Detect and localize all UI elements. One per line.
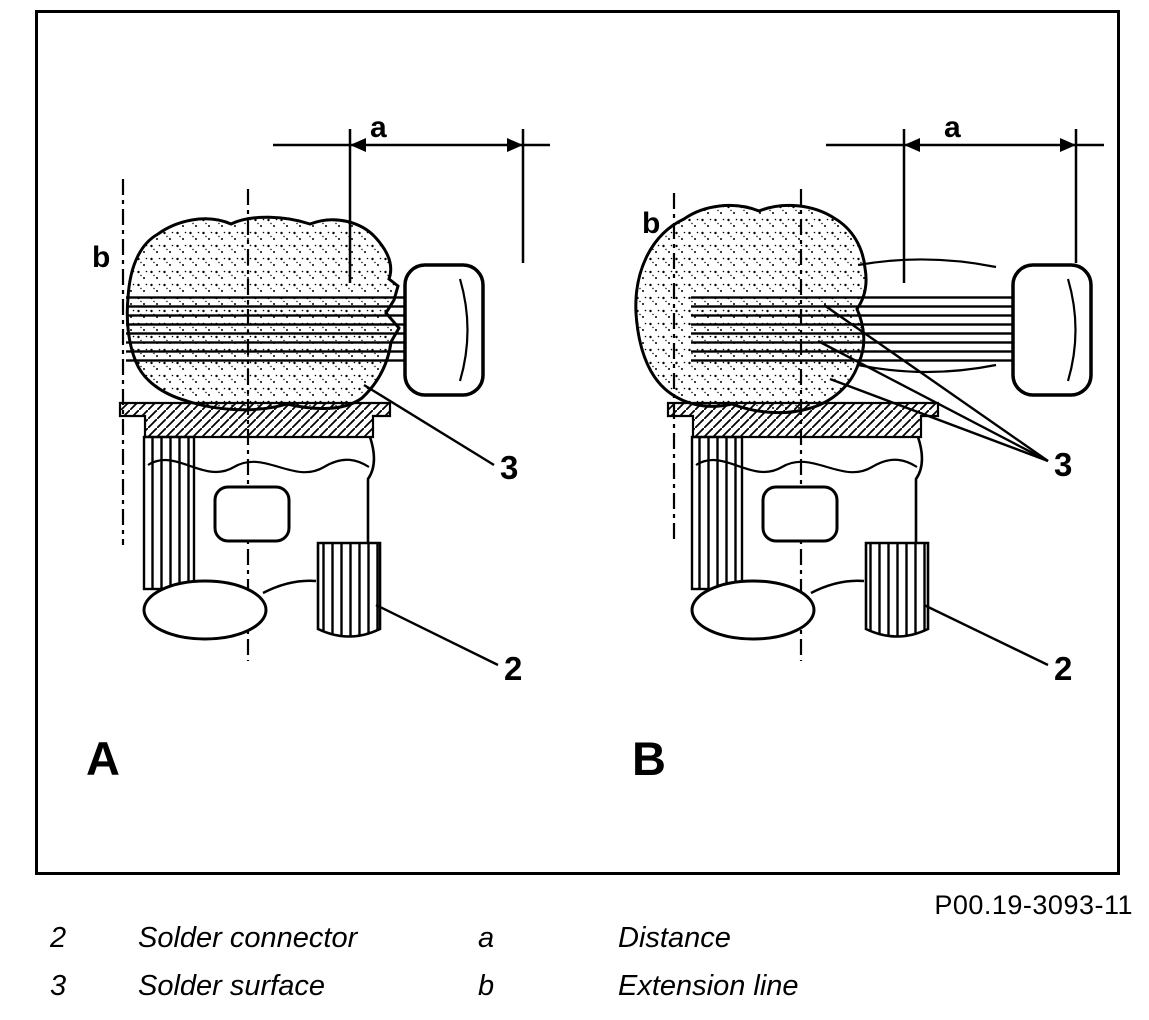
dim-arrow-left [350, 138, 366, 152]
legend-key: b [478, 970, 495, 1002]
body-break-line [695, 458, 918, 474]
panel-letter-a: A [86, 732, 120, 785]
body-break-line [147, 458, 370, 474]
dimension-a-label: a [370, 113, 387, 144]
wire-curve-bottom [857, 363, 997, 374]
dim-arrow-right [1060, 138, 1076, 152]
callout-2: 2 [504, 650, 522, 687]
legend-row: 2 Solder connector a Distance [50, 922, 910, 970]
legend-label: Extension line [618, 970, 799, 1002]
dim-arrow-left [904, 138, 920, 152]
legend-label: Distance [618, 922, 731, 954]
leader-line-2 [923, 603, 1049, 667]
connector-body [142, 435, 382, 641]
body-curve [810, 579, 865, 595]
connector-flange [666, 401, 940, 439]
legend-key: a [478, 922, 495, 954]
connector-body [690, 435, 930, 641]
wire-insulation [1011, 263, 1093, 397]
body-notch [761, 485, 839, 543]
body-notch [213, 485, 291, 543]
solder-surface-shape [125, 215, 401, 412]
body-right-edge [914, 436, 924, 543]
wire-curve-top [857, 258, 997, 269]
leader-lines-3 [817, 304, 1049, 463]
dimension-line-a [826, 129, 1104, 283]
diagram-panel-a: a b [86, 113, 550, 785]
callout-3: 3 [1054, 446, 1072, 483]
legend-key: 2 [50, 922, 67, 954]
legend-label: Solder surface [138, 970, 325, 1002]
tube-opening [142, 579, 268, 641]
body-curve [262, 579, 317, 595]
insulation-shading [1066, 278, 1077, 382]
solder-connector-shape [316, 541, 382, 638]
wire-insulation [403, 263, 485, 397]
connector-flange [118, 401, 392, 439]
legend: 2 Solder connector a Distance 3 Solder s… [50, 922, 910, 1018]
leader-line-2 [375, 603, 499, 667]
figure-border: a b [35, 10, 1120, 875]
solder-connector-shape [864, 541, 930, 638]
callout-2: 2 [1054, 650, 1072, 687]
callout-3: 3 [500, 449, 518, 486]
legend-label: Solder connector [138, 922, 358, 954]
dim-arrow-right [507, 138, 523, 152]
legend-row: 3 Solder surface b Extension line [50, 970, 910, 1018]
extension-line-label: b [642, 207, 660, 240]
leader-line-3 [363, 383, 495, 467]
dimension-a-label: a [944, 113, 961, 144]
extension-line-label: b [92, 241, 110, 274]
tube-opening [690, 579, 816, 641]
diagram-panel-b: a b [632, 113, 1104, 785]
figure-code: P00.19-3093-11 [934, 890, 1133, 920]
insulation-shading [458, 278, 469, 382]
body-right-edge [366, 436, 376, 543]
panel-letter-b: B [632, 732, 666, 785]
legend-key: 3 [50, 970, 67, 1002]
